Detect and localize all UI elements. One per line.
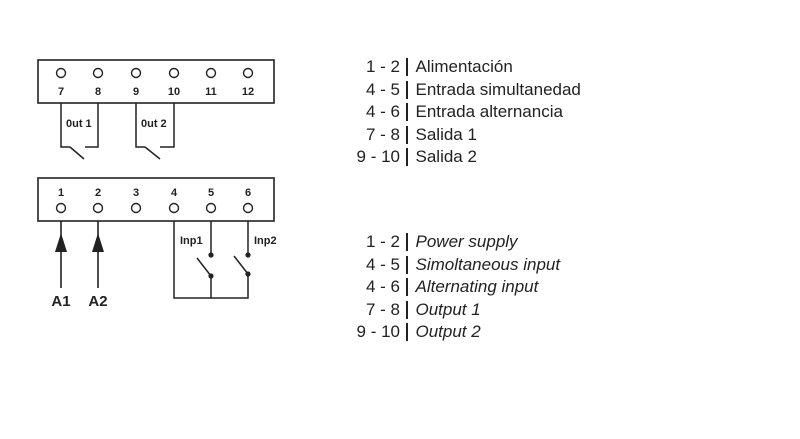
legend-description: Simoltaneous input xyxy=(415,254,561,274)
input-switch-1-pivot xyxy=(208,273,214,279)
legend-divider xyxy=(406,80,408,99)
legend-range: 4 - 6 xyxy=(365,277,400,296)
output-relay-2-label: 0ut 2 xyxy=(141,118,167,130)
input-switch-1-label: Inp1 xyxy=(180,235,203,247)
legend-row: 9 - 10 Output 2 xyxy=(342,321,560,344)
input-switch-circuit xyxy=(173,221,249,299)
terminal-4 xyxy=(168,202,180,214)
terminal-label-5: 5 xyxy=(208,187,214,199)
output-relay-1-label: 0ut 1 xyxy=(66,118,92,130)
legend-row: 4 - 6 Entrada alternancia xyxy=(342,101,581,124)
legend-description: Output 2 xyxy=(415,322,481,341)
legend-range: 1 - 2 xyxy=(365,57,400,76)
legend-description: Entrada simultanedad xyxy=(415,79,581,99)
legend-range: 4 - 5 xyxy=(365,254,400,274)
output-relay-2 xyxy=(135,103,175,160)
output-relay-1 xyxy=(60,103,99,160)
legend-description: Salida 1 xyxy=(415,124,477,144)
terminal-3 xyxy=(130,202,142,214)
terminal-label-12: 12 xyxy=(242,86,254,98)
terminal-6 xyxy=(242,202,254,214)
terminal-label-3: 3 xyxy=(133,187,139,199)
legend-row: 1 - 2 Power supply xyxy=(342,231,560,254)
legend-english: 1 - 2 Power supply 4 - 5 Simoltaneous inpu… xyxy=(342,231,560,344)
legend-row: 1 - 2 Alimentación xyxy=(342,56,581,79)
supply-label-a2: A2 xyxy=(88,293,107,310)
legend-divider xyxy=(406,300,408,319)
terminal-10 xyxy=(168,67,180,79)
terminal-label-2: 2 xyxy=(95,187,101,199)
legend-divider xyxy=(406,58,408,77)
legend-row: 4 - 6 Alternating input xyxy=(342,276,560,299)
terminal-12 xyxy=(242,67,254,79)
arrow-up-icon xyxy=(55,233,67,252)
input-switch-1-contact xyxy=(208,252,214,258)
terminal-label-6: 6 xyxy=(245,187,251,199)
legend-range: 9 - 10 xyxy=(356,147,400,166)
terminal-label-11: 11 xyxy=(205,86,217,98)
legend-divider xyxy=(406,323,408,342)
terminal-label-1: 1 xyxy=(58,187,64,199)
arrow-up-icon xyxy=(92,233,104,252)
terminal-2 xyxy=(92,202,104,214)
top-terminals xyxy=(55,67,254,79)
supply-input-a1 xyxy=(55,221,67,288)
legend-row: 7 - 8 Salida 1 xyxy=(342,124,581,147)
legend-divider xyxy=(406,103,408,122)
terminal-9 xyxy=(130,67,142,79)
legend-divider xyxy=(406,255,408,274)
legend-range: 9 - 10 xyxy=(356,322,400,341)
terminal-8 xyxy=(92,67,104,79)
legend-range: 1 - 2 xyxy=(365,232,400,251)
bottom-terminal-block xyxy=(37,177,275,222)
legend-row: 7 - 8 Output 1 xyxy=(342,299,560,322)
terminal-1 xyxy=(55,202,67,214)
input-switch-2-pivot xyxy=(245,271,251,277)
terminal-11 xyxy=(205,67,217,79)
legend-row: 4 - 5 Simoltaneous input xyxy=(342,254,560,277)
terminal-5 xyxy=(205,202,217,214)
terminal-label-7: 7 xyxy=(58,86,64,98)
legend-description: Salida 2 xyxy=(415,147,477,166)
legend-description: Alimentación xyxy=(415,57,513,76)
input-switch-2-contact xyxy=(245,252,251,258)
legend-divider xyxy=(406,148,408,167)
bottom-terminals xyxy=(55,202,254,214)
terminal-label-4: 4 xyxy=(171,187,178,199)
legend-description: Output 1 xyxy=(415,299,481,319)
supply-input-a2 xyxy=(92,221,104,288)
legend-spanish: 1 - 2 Alimentación 4 - 5 Entrada simultane… xyxy=(342,56,581,169)
terminal-label-9: 9 xyxy=(133,86,139,98)
legend-description: Entrada alternancia xyxy=(415,102,563,121)
terminal-7 xyxy=(55,67,67,79)
input-switch-2-label: Inp2 xyxy=(254,235,277,247)
legend-range: 4 - 6 xyxy=(365,102,400,121)
legend-description: Power supply xyxy=(415,232,518,251)
legend-divider xyxy=(406,125,408,144)
supply-label-a1: A1 xyxy=(51,293,70,310)
legend-range: 4 - 5 xyxy=(365,79,400,99)
legend-range: 7 - 8 xyxy=(365,124,400,144)
legend-divider xyxy=(406,278,408,297)
legend-range: 7 - 8 xyxy=(365,299,400,319)
legend-description: Alternating input xyxy=(415,277,539,296)
terminal-label-8: 8 xyxy=(95,86,101,98)
top-terminal-block xyxy=(37,59,275,104)
legend-row: 4 - 5 Entrada simultanedad xyxy=(342,79,581,102)
terminal-label-10: 10 xyxy=(168,86,180,98)
legend-row: 9 - 10 Salida 2 xyxy=(342,146,581,169)
legend-divider xyxy=(406,233,408,252)
